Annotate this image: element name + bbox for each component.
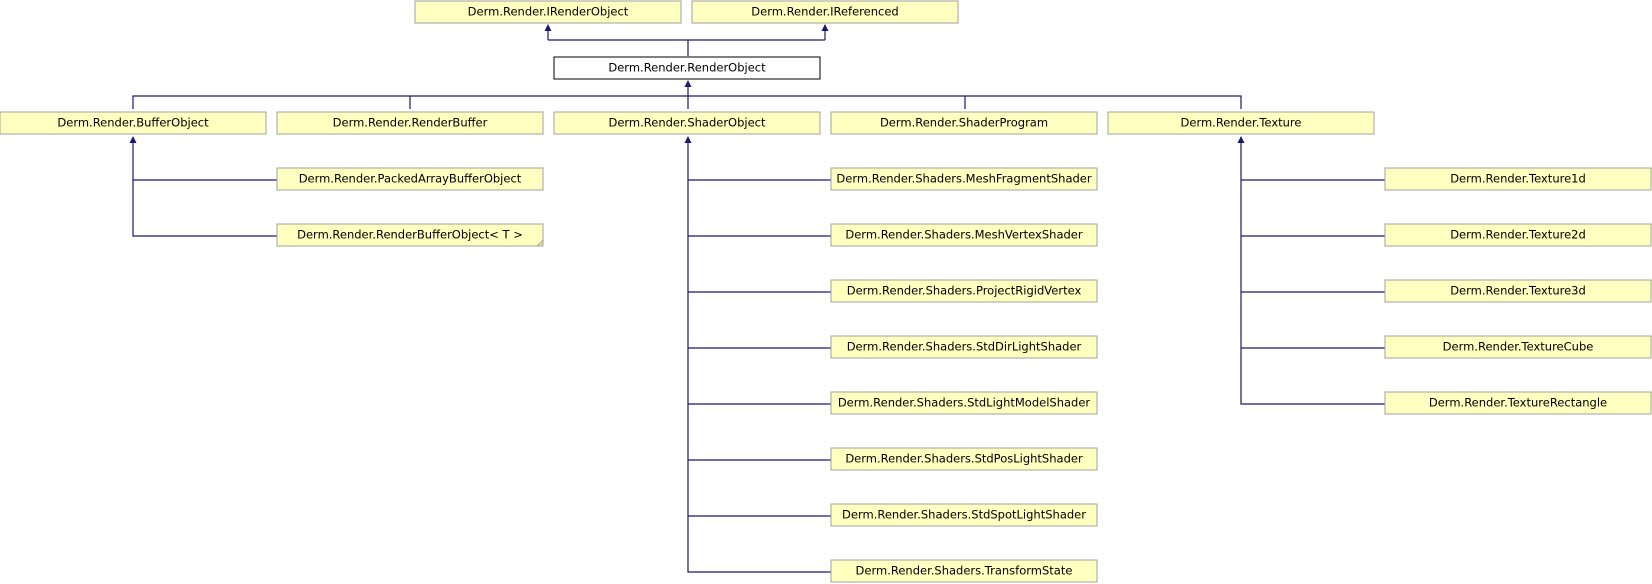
node-label: Derm.Render.Texture1d — [1450, 172, 1586, 186]
edge-bufferobject-children — [132, 139, 277, 237]
node-label: Derm.Render.TextureRectangle — [1429, 396, 1607, 410]
node-label: Derm.Render.Texture2d — [1450, 228, 1586, 242]
node-meshvertexshader[interactable]: Derm.Render.Shaders.MeshVertexShader — [830, 223, 1098, 247]
node-label: Derm.Render.Shaders.StdPosLightShader — [845, 452, 1083, 466]
node-packedarraybufferobject[interactable]: Derm.Render.PackedArrayBufferObject — [276, 167, 544, 191]
node-label: Derm.Render.Shaders.StdLightModelShader — [838, 396, 1091, 410]
node-texturecube[interactable]: Derm.Render.TextureCube — [1384, 335, 1652, 359]
node-label: Derm.Render.BufferObject — [57, 116, 209, 130]
template-fold-corner — [536, 239, 544, 247]
arrow-texture — [1237, 136, 1245, 143]
node-irenderobject[interactable]: Derm.Render.IRenderObject — [414, 0, 682, 24]
edge-level2-to-renderobject — [132, 83, 1242, 109]
node-stddirlightshader[interactable]: Derm.Render.Shaders.StdDirLightShader — [830, 335, 1098, 359]
node-label: Derm.Render.Shaders.StdDirLightShader — [847, 340, 1082, 354]
node-label: Derm.Render.IRenderObject — [468, 5, 629, 19]
node-renderobject[interactable]: Derm.Render.RenderObject — [553, 56, 821, 80]
arrow-irenderobject — [544, 24, 552, 31]
node-stdspotlightshader[interactable]: Derm.Render.Shaders.StdSpotLightShader — [830, 503, 1098, 527]
arrow-bufferobject — [129, 136, 137, 143]
node-renderbufferobject-t[interactable]: Derm.Render.RenderBufferObject< T > — [276, 223, 544, 247]
node-transformstate[interactable]: Derm.Render.Shaders.TransformState — [830, 559, 1098, 583]
arrow-shaderobject — [684, 136, 692, 143]
node-shaderobject[interactable]: Derm.Render.ShaderObject — [553, 111, 821, 135]
node-texture2d[interactable]: Derm.Render.Texture2d — [1384, 223, 1652, 247]
node-label: Derm.Render.ShaderProgram — [880, 116, 1048, 130]
node-label: Derm.Render.Shaders.TransformState — [856, 564, 1073, 578]
node-label: Derm.Render.Shaders.ProjectRigidVertex — [847, 284, 1082, 298]
node-label: Derm.Render.ShaderObject — [608, 116, 766, 130]
node-texturerectangle[interactable]: Derm.Render.TextureRectangle — [1384, 391, 1652, 415]
node-texture3d[interactable]: Derm.Render.Texture3d — [1384, 279, 1652, 303]
node-texture[interactable]: Derm.Render.Texture — [1107, 111, 1375, 135]
node-label: Derm.Render.Texture — [1181, 116, 1302, 130]
node-label: Derm.Render.Shaders.StdSpotLightShader — [842, 508, 1086, 522]
node-label: Derm.Render.Shaders.MeshFragmentShader — [836, 172, 1091, 186]
node-shaderprogram[interactable]: Derm.Render.ShaderProgram — [830, 111, 1098, 135]
node-bufferobject[interactable]: Derm.Render.BufferObject — [0, 111, 267, 135]
node-projectrigidvertex[interactable]: Derm.Render.Shaders.ProjectRigidVertex — [830, 279, 1098, 303]
arrow-renderobject — [684, 80, 692, 87]
node-renderbuffer[interactable]: Derm.Render.RenderBuffer — [276, 111, 544, 135]
node-label: Derm.Render.RenderObject — [608, 61, 766, 75]
edge-renderobject-to-interfaces — [547, 27, 826, 56]
node-label: Derm.Render.RenderBufferObject< T > — [297, 228, 523, 242]
arrow-ireferenced — [821, 24, 829, 31]
node-stdposlightshader[interactable]: Derm.Render.Shaders.StdPosLightShader — [830, 447, 1098, 471]
node-stdlightmodelshader[interactable]: Derm.Render.Shaders.StdLightModelShader — [830, 391, 1098, 415]
node-label: Derm.Render.TextureCube — [1443, 340, 1594, 354]
edge-texture-children — [1240, 139, 1385, 405]
node-ireferenced[interactable]: Derm.Render.IReferenced — [691, 0, 959, 24]
node-label: Derm.Render.RenderBuffer — [333, 116, 488, 130]
node-texture1d[interactable]: Derm.Render.Texture1d — [1384, 167, 1652, 191]
node-label: Derm.Render.Shaders.MeshVertexShader — [845, 228, 1082, 242]
edge-shaderobject-children — [687, 139, 831, 573]
node-meshfragmentshader[interactable]: Derm.Render.Shaders.MeshFragmentShader — [830, 167, 1098, 191]
node-label: Derm.Render.IReferenced — [751, 5, 898, 19]
node-label: Derm.Render.PackedArrayBufferObject — [299, 172, 522, 186]
node-label: Derm.Render.Texture3d — [1450, 284, 1586, 298]
edges — [129, 24, 1385, 573]
